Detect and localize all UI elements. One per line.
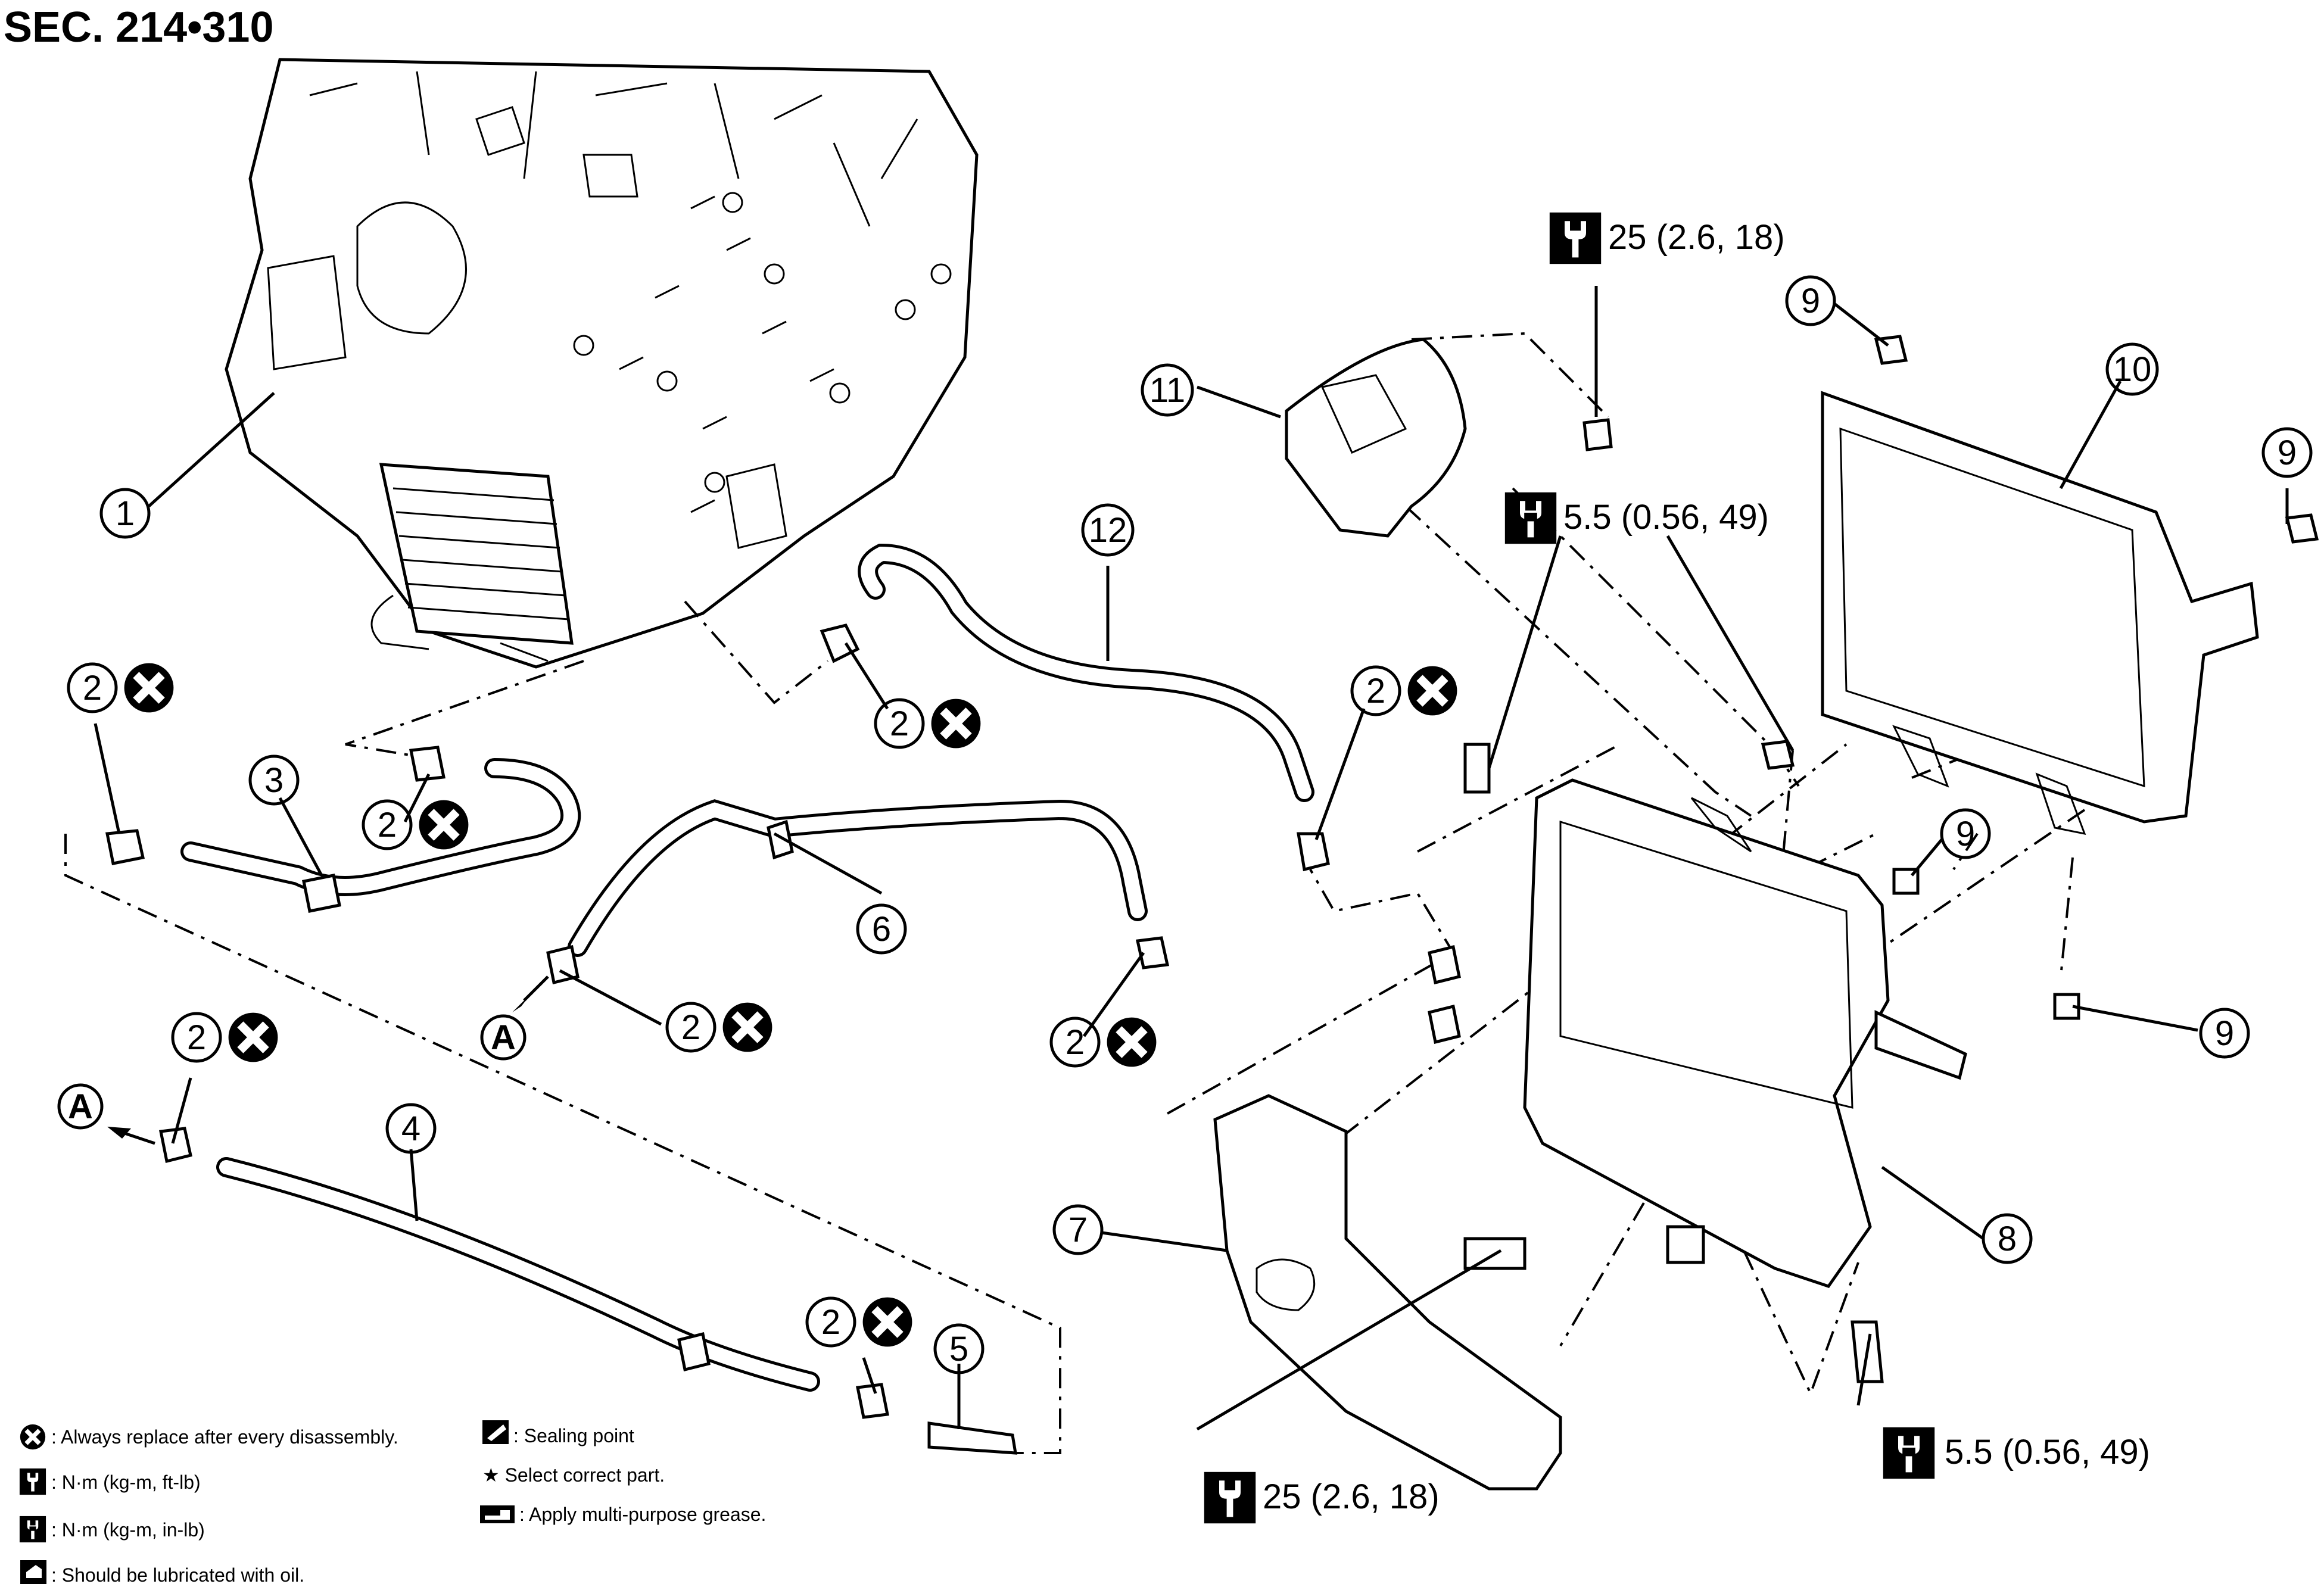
torque-spec-4: 5.5 (0.56, 49) [1883,1427,2150,1479]
svg-text:5.5 (0.56, 49): 5.5 (0.56, 49) [1945,1433,2150,1471]
svg-text:6: 6 [872,910,891,949]
transaxle-assembly [225,58,979,669]
hose-4 [107,1127,1017,1455]
svg-text:: N·m (kg-m, in-lb): : N·m (kg-m, in-lb) [51,1519,205,1541]
svg-text:25 (2.6, 18): 25 (2.6, 18) [1263,1477,1440,1516]
section-title: SEC. 214•310 [4,4,274,51]
svg-text:9: 9 [1801,282,1820,320]
legend-nm-inlb: : N·m (kg-m, in-lb) [19,1516,205,1543]
callout-2g: 2 [171,1013,278,1062]
svg-text:10: 10 [2113,350,2152,389]
svg-text:9: 9 [2278,434,2297,472]
callout-6: 6 [856,903,907,955]
air-guide-10 [1821,391,2259,835]
svg-text:: Always replace after every d: : Always replace after every disassembly… [51,1426,398,1448]
callout-8: 8 [1982,1213,2033,1264]
callout-11: 11 [1141,363,1194,417]
callout-1: 1 [99,488,151,539]
legend-nm-ftlb: : N·m (kg-m, ft-lb) [19,1468,201,1495]
torque-spec-3: 25 (2.6, 18) [1204,1471,1440,1524]
svg-text:A: A [491,1018,516,1057]
svg-text:8: 8 [1998,1220,2017,1258]
hose-3 [105,746,581,913]
callout-2c: 2 [874,699,980,749]
callout-2e: 2 [665,1003,772,1052]
svg-text:5.5 (0.56, 49): 5.5 (0.56, 49) [1563,498,1769,537]
svg-text:2: 2 [681,1008,700,1047]
callout-2f: 2 [1049,1018,1156,1067]
svg-text:1: 1 [116,494,135,533]
torque-spec-1: 25 (2.6, 18) [1549,212,1785,264]
svg-text:3: 3 [264,761,284,800]
legend-select: ★ Select correct part. [482,1464,665,1486]
svg-text:2: 2 [83,669,102,707]
callout-9d: 9 [2199,1008,2250,1059]
callout-12: 12 [1081,503,1135,557]
callout-7: 7 [1052,1204,1104,1255]
callout-A1: A [480,1014,527,1061]
svg-text:2: 2 [378,806,397,844]
leader-lines [94,286,2289,1431]
svg-text:: Should be lubricated with oi: : Should be lubricated with oil. [51,1564,304,1586]
svg-text:A: A [68,1087,93,1126]
svg-text:11: 11 [1149,371,1185,410]
callout-2a: 2 [67,663,173,713]
svg-text:: N·m (kg-m, ft-lb): : N·m (kg-m, ft-lb) [51,1471,201,1493]
svg-text:12: 12 [1089,511,1127,550]
svg-text:: Apply multi-purpose grease.: : Apply multi-purpose grease. [519,1504,766,1525]
hose-6 [512,799,1170,1012]
svg-text:4: 4 [401,1109,420,1148]
svg-text:2: 2 [187,1018,206,1057]
torque-spec-2: 5.5 (0.56, 49) [1504,492,1769,544]
callout-3: 3 [248,754,300,806]
callout-4: 4 [385,1103,437,1154]
svg-text:9: 9 [2215,1014,2234,1053]
svg-text:2: 2 [1066,1023,1085,1062]
hose-12 [820,543,1330,872]
svg-text:★ Select correct part.: ★ Select correct part. [482,1464,665,1486]
callout-2h: 2 [805,1298,912,1347]
svg-text:25 (2.6, 18): 25 (2.6, 18) [1608,218,1785,257]
oil-cooler-8 [1428,778,1967,1288]
callout-2d: 2 [1350,666,1457,716]
bracket-7 [1213,1094,1562,1491]
svg-text:2: 2 [890,704,909,743]
svg-text:2: 2 [821,1303,840,1342]
bracket-11 [1285,338,1613,538]
svg-text:: Sealing point: : Sealing point [513,1425,634,1446]
legend-sealing: : Sealing point [482,1420,634,1446]
callout-10: 10 [2105,342,2159,396]
callout-2b: 2 [362,800,468,850]
svg-text:2: 2 [1366,672,1385,710]
callout-5: 5 [933,1323,985,1374]
legend: : Always replace after every disassembly… [19,1420,766,1586]
callout-A2: A [57,1083,104,1130]
legend-replace: : Always replace after every disassembly… [20,1424,398,1449]
callout-9b: 9 [2261,427,2313,478]
callout-9a: 9 [1785,275,1836,326]
svg-text:5: 5 [949,1330,968,1368]
svg-text:9: 9 [1956,815,1975,853]
legend-oil: : Should be lubricated with oil. [20,1560,304,1586]
callout-9c: 9 [1940,808,1991,859]
svg-text:7: 7 [1068,1211,1088,1249]
legend-grease: : Apply multi-purpose grease. [480,1504,766,1525]
